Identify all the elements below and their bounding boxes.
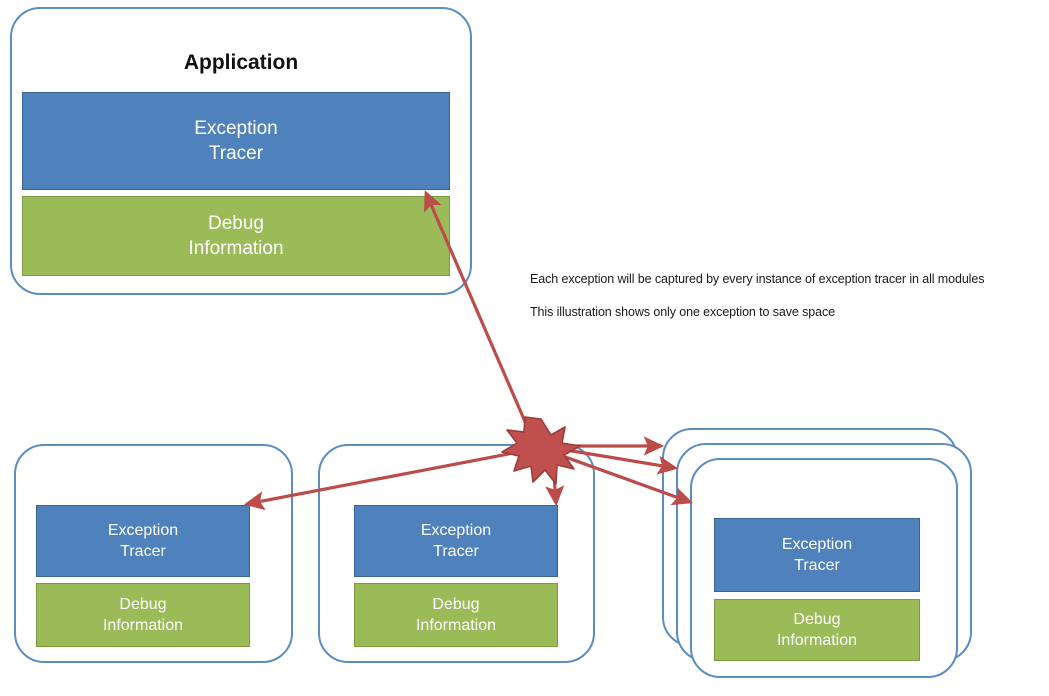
note-one-exception: This illustration shows only one excepti…: [530, 305, 835, 319]
exception-tracer-label-line1: Exception: [107, 521, 179, 539]
debug-information-label-line2: Information: [102, 617, 184, 634]
dll-middle-debug-information-block[interactable]: Debug Information: [354, 583, 558, 647]
debug-information-label-line1: Debug: [793, 610, 841, 628]
exception-tracer-label-line2: Tracer: [433, 543, 479, 560]
note-every-instance: Each exception will be captured by every…: [530, 272, 985, 286]
module-application-title: Application: [183, 51, 299, 74]
debug-information-label-line1: Debug: [432, 595, 480, 613]
dll-stack-debug-information-block[interactable]: Debug Information: [714, 599, 920, 661]
dll-left-exception-tracer-block[interactable]: Exception Tracer: [36, 505, 250, 577]
dll-stack-exception-tracer-block[interactable]: Exception Tracer: [714, 518, 920, 592]
debug-information-label-line1: Debug: [208, 212, 264, 234]
exception-tracer-label-line2: Tracer: [120, 543, 166, 560]
exception-tracer-label-line1: Exception: [781, 535, 853, 553]
application-exception-tracer-block[interactable]: Exception Tracer: [22, 92, 450, 190]
exception-tracer-label-line1: Exception: [420, 521, 492, 539]
debug-information-label-line2: Information: [776, 632, 858, 649]
dll-left-debug-information-block[interactable]: Debug Information: [36, 583, 250, 647]
dll-middle-exception-tracer-block[interactable]: Exception Tracer: [354, 505, 558, 577]
exception-tracer-label-line1: Exception: [194, 117, 278, 139]
debug-information-label-line2: Information: [188, 238, 284, 259]
debug-information-label-line1: Debug: [119, 595, 167, 613]
debug-information-label-line2: Information: [415, 617, 497, 634]
exception-tracer-label-line2: Tracer: [208, 143, 264, 164]
exception-tracer-label-line2: Tracer: [794, 557, 840, 574]
application-debug-information-block[interactable]: Debug Information: [22, 196, 450, 276]
